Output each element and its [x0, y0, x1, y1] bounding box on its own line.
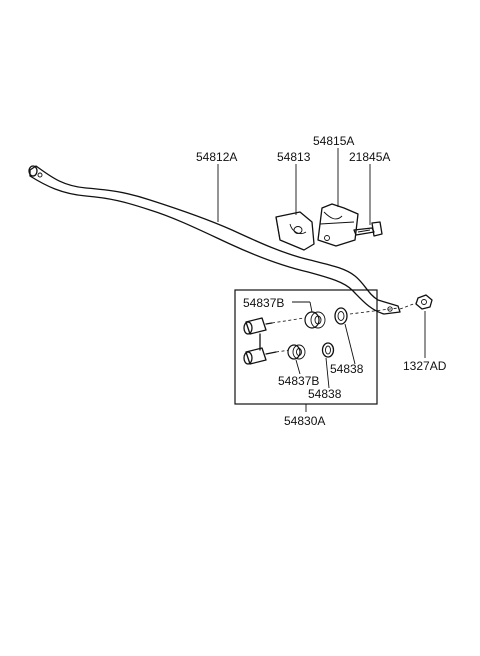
label-stabilizer-bar: 54812A: [196, 150, 237, 164]
label-link-assembly: 54830A: [284, 414, 325, 428]
leader-lines: [217, 148, 426, 412]
link-washer-lower: [321, 342, 335, 358]
nut: [415, 294, 433, 310]
stabilizer-link-upper: [243, 317, 273, 335]
bracket: [317, 203, 359, 247]
label-bracket: 54815A: [313, 134, 354, 148]
label-nut: 1327AD: [403, 359, 447, 373]
label-link-bushing-upper: 54837B: [243, 296, 284, 310]
bolt: [353, 221, 383, 237]
label-washer-lower: 54838: [308, 387, 342, 401]
assembly-line-nut: [399, 302, 417, 310]
label-washer-upper: 54838: [330, 362, 364, 376]
link-bushing-upper: [304, 311, 326, 329]
link-bushing-lower: [287, 344, 306, 360]
stabilizer-bar: [28, 165, 401, 315]
label-link-bushing-lower: 54837B: [278, 374, 319, 388]
label-bushing: 54813: [277, 150, 311, 164]
assembly-line-upper: [271, 317, 305, 324]
label-bolt: 21845A: [349, 150, 390, 164]
stabilizer-link-lower: [243, 347, 277, 365]
link-washer-upper: [334, 307, 348, 325]
assembly-line-box: [349, 307, 399, 315]
bushing: [275, 211, 315, 251]
